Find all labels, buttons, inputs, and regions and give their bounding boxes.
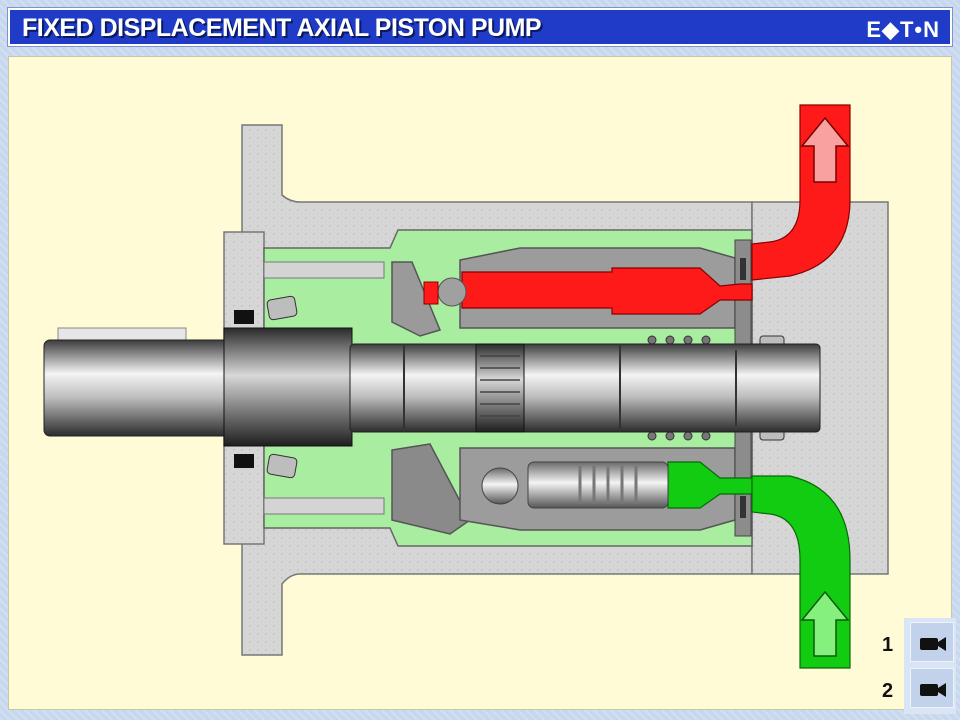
valve-plate-port-a — [740, 258, 746, 280]
piston-ball-upper — [437, 277, 467, 307]
eaton-logo: E◆T•N — [866, 17, 940, 42]
shaft-seal-lower — [234, 454, 254, 468]
suction-inlet-arrow — [800, 590, 850, 657]
shaft-spline — [475, 343, 525, 433]
shaft-seal-upper — [234, 310, 254, 324]
drive-shaft-main — [349, 343, 821, 433]
shaft-collar — [223, 327, 353, 447]
slipper-upper — [423, 281, 439, 305]
spline-teeth — [480, 355, 520, 417]
piston-ball-lower — [481, 467, 519, 505]
nav-camera-button-1[interactable] — [910, 622, 954, 662]
front-bearing-lower — [266, 453, 298, 479]
page-title: FIXED DISPLACEMENT AXIAL PISTON PUMP — [22, 14, 542, 42]
camera-icon — [920, 637, 946, 651]
front-bearing-upper — [266, 295, 298, 321]
front-housing-bore-lower — [263, 497, 385, 515]
slide-navigation: 1 2 — [882, 618, 956, 714]
title-bar: FIXED DISPLACEMENT AXIAL PISTON PUMP E◆T… — [8, 8, 952, 46]
piston-lower — [527, 461, 669, 509]
shaft-key-plate — [57, 327, 187, 341]
nav-item-2-number: 2 — [882, 680, 894, 702]
nav-item-1-number: 1 — [882, 634, 894, 656]
nav-camera-button-2[interactable] — [910, 668, 954, 708]
drive-shaft-outer — [43, 339, 235, 437]
front-housing-bore — [263, 261, 385, 279]
pressure-outlet-arrow — [800, 116, 850, 183]
valve-plate-port-b — [740, 496, 746, 518]
swash-plate-upper — [391, 261, 442, 337]
piston-lower-grooves — [578, 466, 638, 504]
pressure-oil-piston-bore — [461, 267, 753, 315]
swash-plate-lower — [391, 443, 471, 535]
camera-icon — [920, 683, 946, 697]
